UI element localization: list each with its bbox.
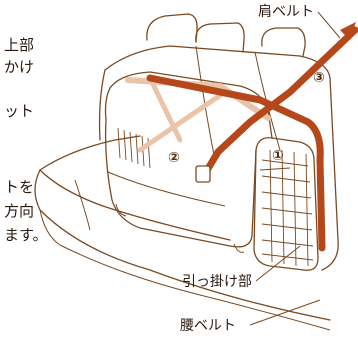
hook-part-leader (255, 245, 301, 282)
side-text-line: ット (4, 102, 34, 120)
shoulder-belt-leader (317, 11, 341, 39)
step-number-1: ① (272, 148, 284, 164)
lap-belt-label: 腰ベルト (180, 318, 236, 334)
side-text-line: 方向 (4, 202, 34, 220)
hook-part-label: 引っ掛け部 (182, 274, 252, 290)
belt-buckle (195, 165, 211, 183)
side-text-line: 上部 (4, 36, 34, 54)
side-text-line: トを (4, 178, 34, 196)
carrier-door-grid (261, 149, 314, 267)
lap-belt-strap (146, 74, 326, 252)
belt-direction-arrow (340, 22, 356, 40)
shoulder-belt-label: 肩ベルト (258, 4, 314, 20)
step-number-2: ② (168, 150, 180, 166)
carrier-cross-strap (137, 75, 228, 153)
side-text-line: かけ (4, 58, 34, 76)
seat-belts (125, 22, 358, 252)
lap-belt-leader (249, 299, 321, 326)
side-instruction-text: 上部 かけ ット トを 方向 ます。 (4, 36, 48, 244)
side-text-line: ます。 (4, 226, 48, 244)
shoulder-belt-strap (202, 26, 358, 176)
step-number-3: ③ (313, 70, 325, 86)
